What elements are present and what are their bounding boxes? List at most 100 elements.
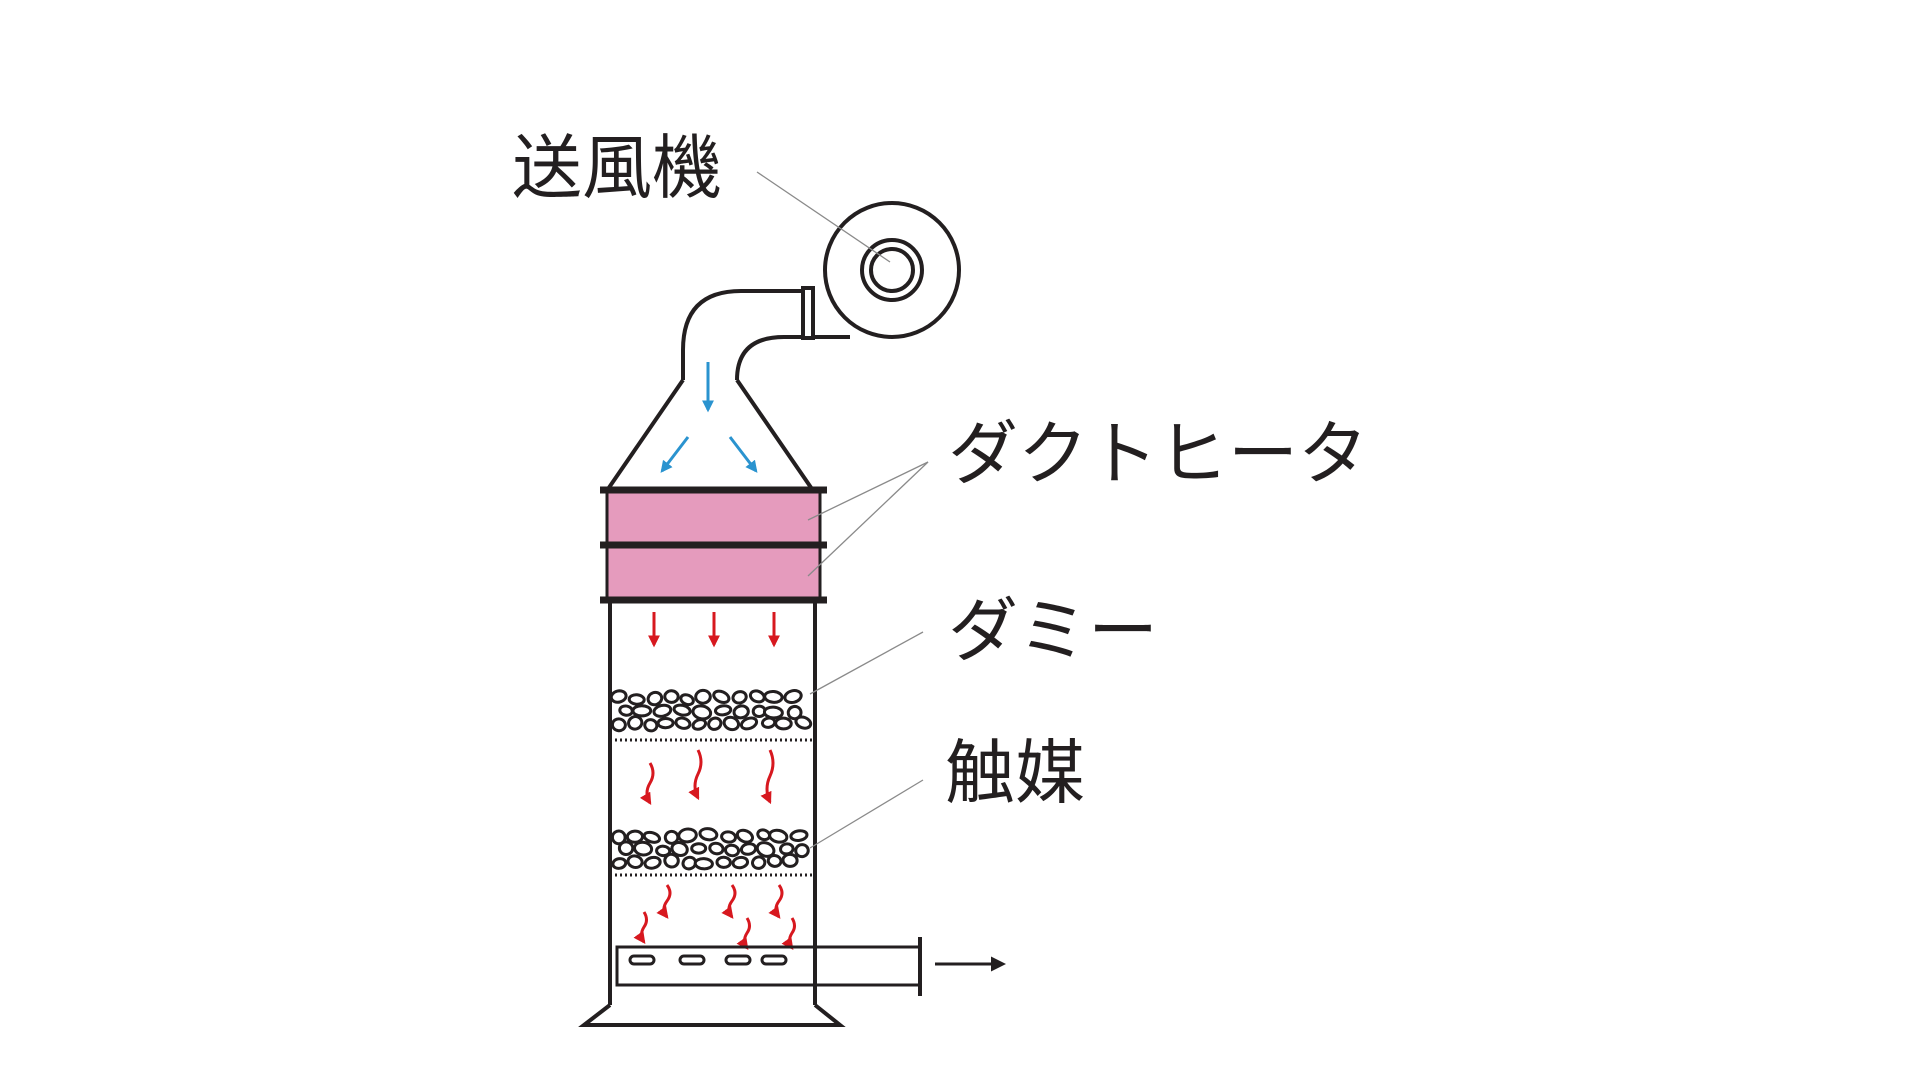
hot-arrow <box>768 884 784 919</box>
column-base <box>578 1003 846 1027</box>
pebble <box>642 830 662 844</box>
blower-inlet-outer <box>860 238 924 302</box>
pebble <box>732 704 750 720</box>
pebble <box>609 689 628 704</box>
pebble <box>755 841 776 858</box>
pebble <box>652 703 673 718</box>
pebble <box>723 843 741 858</box>
pebble <box>751 855 767 870</box>
pebble <box>731 690 748 705</box>
label-catalyst: 触媒 <box>945 732 1085 814</box>
pebble <box>708 841 725 856</box>
outlet-slot <box>678 954 706 966</box>
pebble <box>774 716 793 731</box>
pebble <box>731 855 750 870</box>
pebble <box>627 693 646 706</box>
pebble <box>781 852 799 868</box>
pebble <box>794 843 810 859</box>
label-dummy: ダミー <box>948 590 1158 672</box>
leader-lines <box>756 171 929 849</box>
pebble <box>691 704 713 721</box>
pebble <box>693 857 714 871</box>
wavy-flow-arrows-2 <box>633 884 796 950</box>
heated-flow-arrows <box>648 612 780 648</box>
pebble <box>690 842 708 855</box>
pebble <box>715 855 732 869</box>
pebble <box>712 689 731 704</box>
outlet-slot <box>724 954 752 966</box>
supply-duct <box>681 286 850 381</box>
hot-arrow <box>633 911 648 944</box>
hot-arrow <box>688 749 703 801</box>
pebble <box>768 828 789 844</box>
pebble <box>672 703 692 717</box>
duct-flange <box>801 286 815 340</box>
pebble <box>677 827 698 844</box>
outlet-slot <box>760 954 788 966</box>
pebble <box>789 829 809 842</box>
pebble <box>670 840 689 858</box>
hot-arrow <box>736 917 751 950</box>
pebble <box>656 716 675 730</box>
pebble <box>632 840 654 857</box>
leader-heater-upper <box>807 461 929 521</box>
air-arrow <box>660 436 690 473</box>
pebble <box>674 716 692 730</box>
leader-heater-lower <box>807 461 929 577</box>
pebble <box>762 705 784 720</box>
catalyst-bed <box>610 827 810 871</box>
pebble <box>646 690 664 707</box>
reactor-column <box>578 603 846 1027</box>
hot-arrow <box>656 884 672 919</box>
leader-dummy <box>809 631 924 695</box>
pebble <box>627 715 644 731</box>
pebble <box>679 693 695 707</box>
blower-inlet-inner <box>869 247 915 293</box>
pebble <box>694 688 712 705</box>
label-blower: 送風機 <box>512 127 722 209</box>
pebble <box>631 704 653 718</box>
pebble <box>611 857 628 870</box>
duct-heater <box>600 486 827 604</box>
pebble <box>713 704 733 717</box>
pebble <box>626 854 644 869</box>
pebble <box>610 829 627 846</box>
pebble <box>760 716 777 729</box>
leader-catalyst <box>809 779 924 849</box>
pebble <box>691 718 708 731</box>
outlet-collector <box>615 945 920 987</box>
pebble <box>655 844 672 858</box>
pebble <box>735 828 755 844</box>
leader-blower <box>756 171 891 263</box>
pebble <box>720 830 738 844</box>
hot-arrow <box>781 917 796 950</box>
pebble <box>663 689 680 704</box>
pebble <box>610 717 627 733</box>
pebble <box>794 715 813 730</box>
pebble <box>707 716 723 731</box>
blower <box>823 201 961 339</box>
pebble <box>722 715 741 732</box>
dummy-bed <box>609 688 813 733</box>
pebble <box>663 852 680 869</box>
pebble <box>617 840 635 857</box>
hot-arrow <box>639 762 655 806</box>
air-flow-arrows <box>660 362 758 473</box>
heater-section-upper <box>607 492 820 544</box>
air-arrow <box>728 436 758 473</box>
pebble <box>783 689 803 705</box>
pebble <box>618 704 634 717</box>
pebble <box>766 853 783 868</box>
hot-arrow <box>760 749 775 805</box>
label-duct-heater: ダクトヒータ <box>948 413 1368 495</box>
pebble <box>643 718 659 733</box>
outlet-pipe <box>615 937 922 996</box>
pebble <box>698 827 719 842</box>
pebble <box>643 855 662 870</box>
blower-housing <box>823 201 961 339</box>
heater-section-lower <box>607 545 820 598</box>
inlet-hood <box>606 378 814 491</box>
wavy-flow-arrows-1 <box>639 749 775 806</box>
pebble <box>625 829 645 844</box>
